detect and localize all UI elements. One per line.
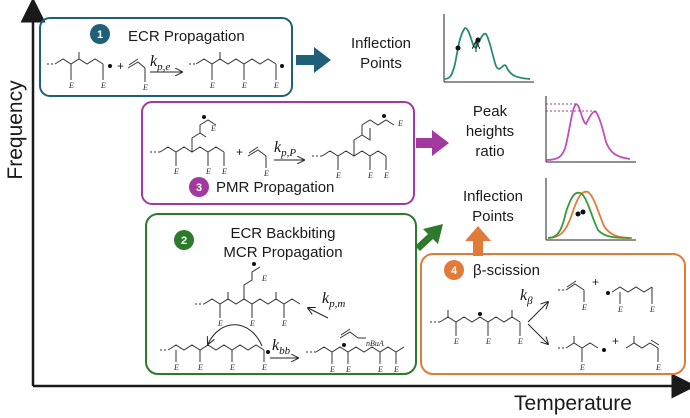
y-axis-label: Frequency <box>4 80 27 180</box>
svg-text:E: E <box>281 319 287 328</box>
mini-plot-inflection-1 <box>443 14 534 83</box>
svg-text:E: E <box>383 171 389 180</box>
svg-text:E: E <box>655 363 661 372</box>
backbiting-rate-constant: kbb <box>272 337 291 357</box>
svg-text:E: E <box>649 305 655 314</box>
svg-text:E: E <box>485 337 491 346</box>
beta-rate-constant: kβ <box>520 287 533 307</box>
svg-text:E: E <box>241 81 247 90</box>
svg-text:E: E <box>329 365 335 374</box>
backbiting-title-line2: MCR Propagation <box>223 244 342 261</box>
result-2-line3: ratio <box>475 143 504 160</box>
svg-text:E: E <box>453 337 459 346</box>
x-axis-label: Temperature <box>514 392 632 415</box>
svg-text:E: E <box>173 167 179 176</box>
svg-text:4: 4 <box>451 265 458 277</box>
svg-text:E: E <box>581 303 587 312</box>
mini-plot-peak-ratio <box>545 96 636 163</box>
result-3-line2: Points <box>472 208 514 225</box>
result-1-line1: Inflection <box>351 35 411 52</box>
pmr-propagation-title: PMR Propagation <box>216 179 334 196</box>
svg-text:E: E <box>249 319 255 328</box>
svg-text:E: E <box>261 274 267 283</box>
svg-text:E: E <box>393 365 399 374</box>
svg-text:E: E <box>367 171 373 180</box>
svg-text:+: + <box>117 59 124 73</box>
svg-text:E: E <box>261 363 267 372</box>
svg-text:E: E <box>263 169 269 178</box>
step-3-badge <box>189 177 209 197</box>
backbiting-title-line1: ECR Backbiting <box>230 225 335 242</box>
beta-scission-title: β-scission <box>473 262 540 279</box>
svg-text:E: E <box>205 167 211 176</box>
ecr-result-arrow <box>296 47 331 73</box>
svg-text:+: + <box>612 334 619 348</box>
beta-scission-box: 4 β-scission E E E kβ E + E E E <box>420 253 686 375</box>
pmr-propagation-box: 3 PMR Propagation E E E E + E kp,P E E E… <box>141 101 415 205</box>
result-3-line1: Inflection <box>463 188 523 205</box>
svg-text:+: + <box>592 275 599 289</box>
svg-text:E: E <box>209 81 215 90</box>
svg-text:E: E <box>197 363 203 372</box>
svg-text:E: E <box>397 119 403 128</box>
svg-text:E: E <box>517 337 523 346</box>
mcr-rate-constant: kp,m <box>322 290 345 310</box>
svg-text:1: 1 <box>97 29 103 41</box>
svg-text:E: E <box>345 365 351 374</box>
svg-text:E: E <box>142 83 148 92</box>
svg-text:2: 2 <box>181 235 187 247</box>
svg-text:E: E <box>273 81 279 90</box>
ecr-rate-constant: kp,e <box>150 53 170 73</box>
result-2-line2: heights <box>466 123 514 140</box>
svg-text:E: E <box>377 365 383 374</box>
monomer-label: nBuA <box>366 339 384 348</box>
result-2-line1: Peak <box>473 103 508 120</box>
step-2-badge <box>174 230 194 250</box>
result-1-line2: Points <box>360 55 402 72</box>
pmr-result-arrow <box>416 130 449 156</box>
mini-plot-inflection-2 <box>545 178 636 241</box>
pmr-rate-constant: kp,P <box>274 139 296 159</box>
svg-text:E: E <box>579 363 585 372</box>
svg-text:E: E <box>100 81 106 90</box>
ecr-propagation-title: ECR Propagation <box>128 28 245 45</box>
backbiting-box: 2 ECR Backbiting MCR Propagation E E E E… <box>145 213 417 375</box>
svg-text:E: E <box>217 319 223 328</box>
svg-text:E: E <box>229 363 235 372</box>
step-4-badge <box>444 260 464 280</box>
svg-text:E: E <box>335 171 341 180</box>
scission-result-arrow <box>465 226 491 256</box>
backbiting-result-arrow <box>415 224 443 251</box>
svg-text:E: E <box>173 363 179 372</box>
svg-text:E: E <box>617 305 623 314</box>
step-1-badge <box>90 24 110 44</box>
svg-text:E: E <box>221 167 227 176</box>
svg-text:3: 3 <box>196 182 202 194</box>
svg-text:E: E <box>210 124 216 133</box>
ecr-propagation-box: 1 ECR Propagation E E + E kp,e E E E <box>39 17 293 97</box>
svg-text:E: E <box>68 81 74 90</box>
svg-text:+: + <box>236 145 243 159</box>
